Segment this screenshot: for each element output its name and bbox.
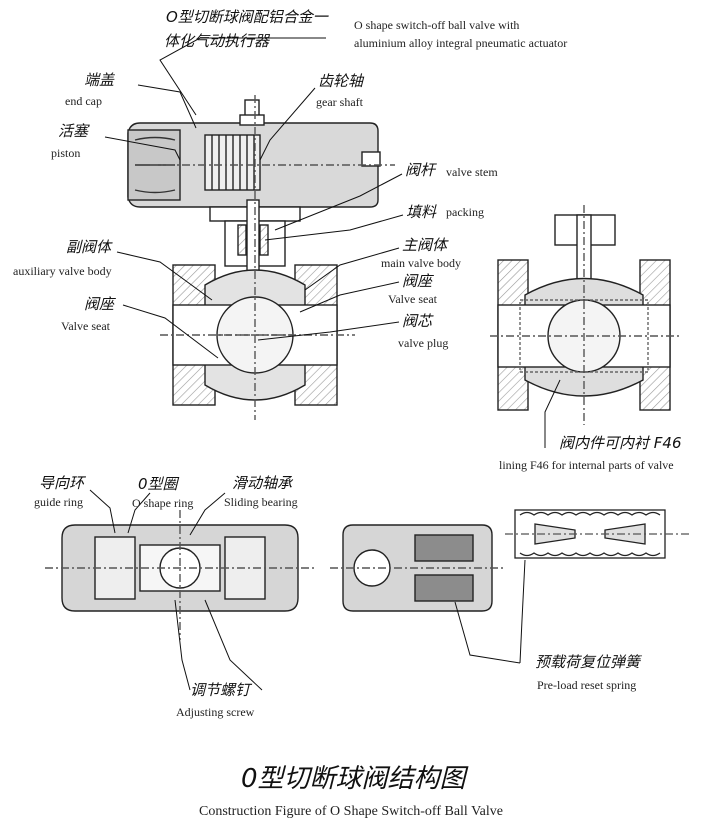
lining-label-zh: 阀内件可内衬 F46	[559, 434, 682, 452]
aux-body-label-zh: 副阀体	[66, 238, 112, 256]
lined-valve	[490, 205, 680, 425]
sliding-bearing-label-en: Sliding bearing	[224, 495, 298, 509]
gear-rack	[204, 134, 261, 191]
aux-body-label-en: auxiliary valve body	[13, 264, 112, 278]
packing-label-zh: 填料	[406, 203, 437, 221]
spring-label-zh: 预载荷复位弹簧	[535, 653, 641, 671]
main-valve-assembly	[127, 95, 395, 420]
piston-label-en: piston	[51, 146, 81, 160]
piston-label-zh: 活塞	[58, 122, 89, 140]
end-cap-label-zh: 端盖	[84, 71, 115, 89]
valve-seat-left-label-en: Valve seat	[61, 319, 110, 333]
top-title-zh-line1: O型切断球阀配铝合金一	[166, 8, 328, 26]
main-body-label-en: main valve body	[381, 256, 461, 270]
adjusting-screw-label-zh: 调节螺钉	[190, 681, 251, 699]
valve-seat-right-label-zh: 阀座	[402, 272, 433, 290]
sliding-bearing-label-zh: 滑动轴承	[232, 474, 293, 492]
top-title-en-line1: O shape switch-off ball valve with	[354, 18, 520, 32]
spring-actuator	[330, 524, 505, 612]
spring-detail	[505, 509, 690, 559]
guide-ring-label-zh: 导向环	[39, 474, 85, 492]
valve-plug-label-zh: 阀芯	[402, 312, 433, 330]
figure-title-zh: 0型切断球阀结构图	[241, 764, 466, 794]
guide-ring-label-en: guide ring	[34, 495, 83, 509]
o-ring-label-en: O shape ring	[132, 496, 194, 510]
o-ring-label-zh: 0型圈	[138, 475, 178, 493]
valve-seat-left-label-zh: 阀座	[84, 295, 115, 313]
valve-stem-label-en: valve stem	[446, 165, 498, 179]
end-cap-label-en: end cap	[65, 94, 102, 108]
spring-pack-upper	[414, 534, 474, 562]
main-body-label-zh: 主阀体	[402, 236, 448, 254]
figure-title-en: Construction Figure of O Shape Switch-of…	[199, 804, 503, 819]
leader-lines	[89, 37, 561, 691]
valve-plug-label-en: valve plug	[398, 336, 449, 350]
spring-label-en: Pre-load reset spring	[537, 678, 637, 692]
valve-stem-label-zh: 阀杆	[405, 161, 436, 179]
top-title-en-line2: aluminium alloy integral pneumatic actua…	[354, 36, 568, 50]
packing-label-en: packing	[446, 205, 484, 219]
gear-shaft-label-zh: 齿轮轴	[318, 72, 364, 90]
spring-pack-lower	[414, 574, 474, 602]
actuator-section	[45, 510, 315, 640]
valve-seat-right-label-en: Valve seat	[388, 292, 437, 306]
lining-label-en: lining F46 for internal parts of valve	[499, 458, 674, 472]
top-title-zh-line2: 体化气动执行器	[164, 32, 270, 50]
gear-shaft-label-en: gear shaft	[316, 95, 363, 109]
adjusting-screw-label-en: Adjusting screw	[176, 705, 255, 719]
